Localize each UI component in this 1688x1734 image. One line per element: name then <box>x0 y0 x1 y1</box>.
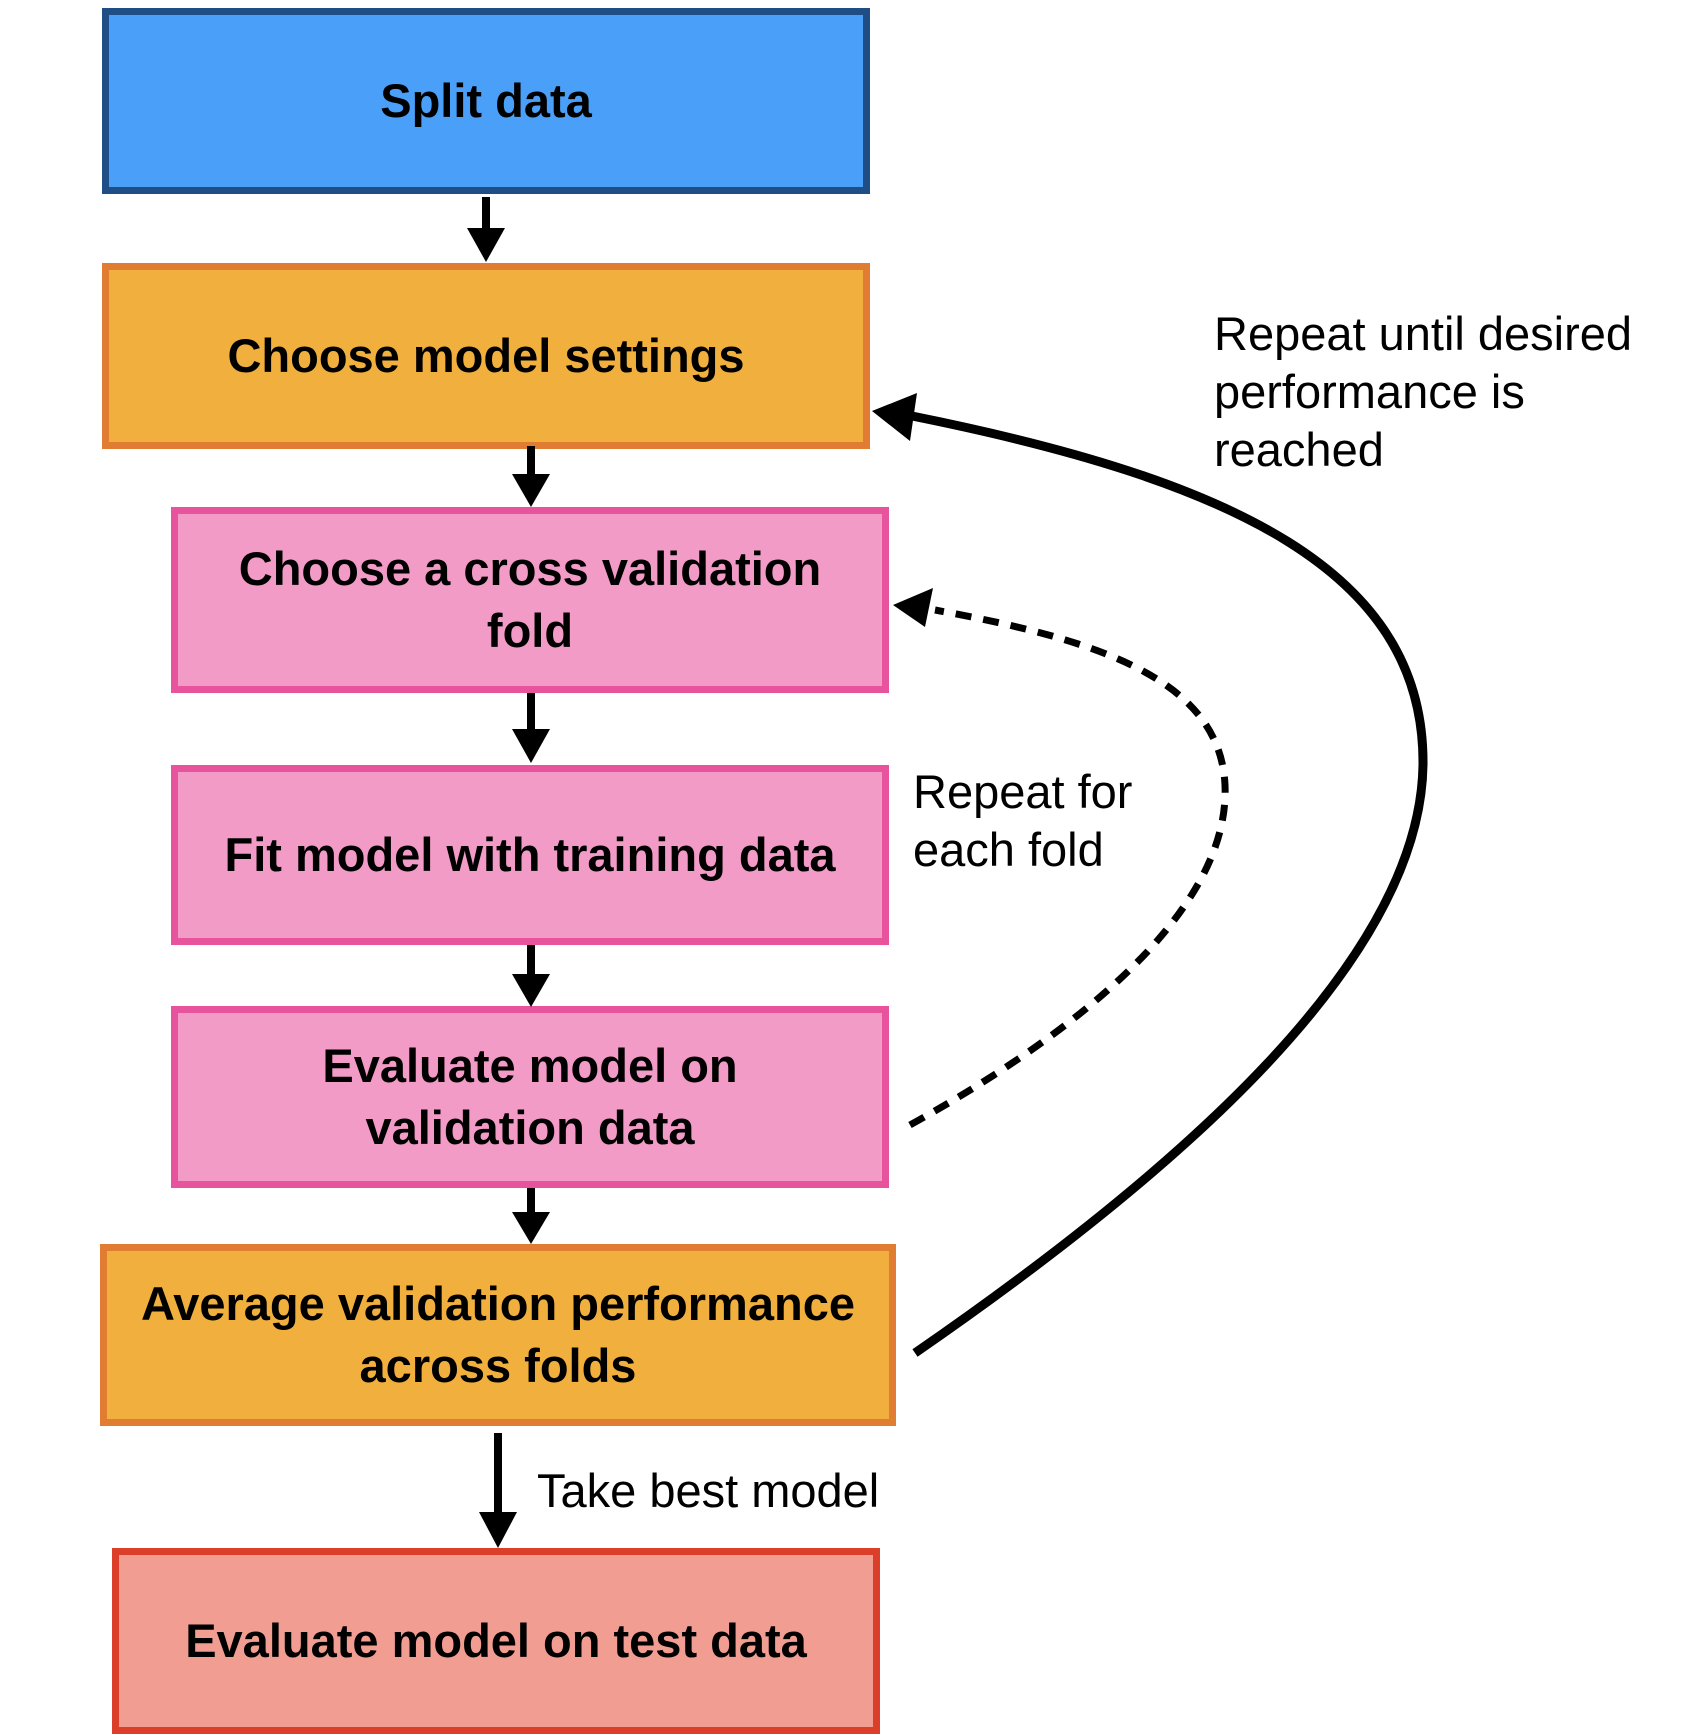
choose-model-settings-node: Choose model settings <box>102 263 870 449</box>
repeat-fold-label: Repeat for each fold <box>913 765 1133 876</box>
down-arrow-split-to-settings <box>467 197 505 262</box>
split-data-label: Split data <box>380 74 592 127</box>
take-best-label: Take best model <box>537 1464 880 1517</box>
average-performance-node: Average validation performance across fo… <box>100 1244 896 1426</box>
down-arrow-evaluate-to-average <box>512 1188 550 1244</box>
choose-model-settings-label: Choose model settings <box>227 329 745 382</box>
down-arrow-fold-to-fit <box>512 693 550 763</box>
down-arrow-average-to-test <box>479 1433 517 1548</box>
split-data-node: Split data <box>102 8 870 194</box>
evaluate-test-node: Evaluate model on test data <box>112 1548 880 1734</box>
repeat-until-label: Repeat until desired performance is reac… <box>1214 307 1633 476</box>
fit-model-label: Fit model with training data <box>224 828 836 881</box>
fit-model-node: Fit model with training data <box>171 765 889 945</box>
evaluate-validation-label: Evaluate model on validation data <box>322 1039 738 1154</box>
repeat-until-loop-arrow <box>872 393 1428 1357</box>
repeat-fold-loop-arrow <box>893 588 1229 1129</box>
evaluate-test-label: Evaluate model on test data <box>185 1614 807 1667</box>
choose-fold-node: Choose a cross validation fold <box>171 507 889 693</box>
down-arrow-fit-to-evaluate <box>512 945 550 1007</box>
down-arrow-settings-to-fold <box>512 446 550 507</box>
evaluate-validation-node: Evaluate model on validation data <box>171 1006 889 1188</box>
average-performance-label: Average validation performance across fo… <box>141 1277 855 1392</box>
choose-fold-label: Choose a cross validation fold <box>238 542 822 657</box>
